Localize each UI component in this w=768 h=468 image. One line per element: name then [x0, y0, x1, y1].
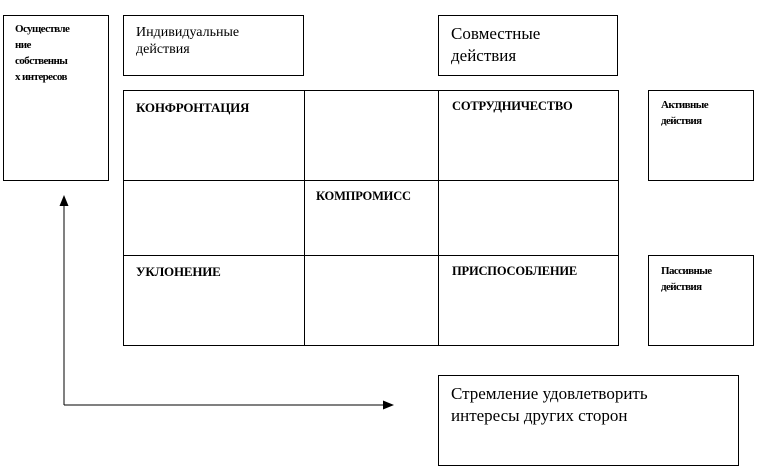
up-arrowhead-icon: [59, 195, 69, 206]
individual-actions-box: Индивидуальные действия: [123, 15, 304, 76]
right-arrowhead-icon: [383, 400, 394, 410]
own-interests-box: Осуществле ние собственны х интересов: [3, 15, 109, 181]
grid-divider-v2: [438, 91, 439, 345]
others-interests-box: Стремление удовлетворить интересы других…: [438, 375, 739, 466]
passive-actions-label: Пассивные действия: [661, 265, 712, 293]
avoidance-label: УКЛОНЕНИЕ: [136, 264, 221, 279]
active-actions-box: Активные действия: [648, 90, 754, 181]
strategy-grid: КОНФРОНТАЦИЯ СОТРУДНИЧЕСТВО КОМПРОМИСС У…: [123, 90, 619, 346]
own-interests-label: Осуществле ние собственны х интересов: [15, 23, 70, 83]
active-actions-label: Активные действия: [661, 99, 709, 127]
grid-divider-h2: [124, 255, 618, 256]
confrontation-label: КОНФРОНТАЦИЯ: [136, 100, 250, 115]
grid-divider-v1: [304, 91, 305, 345]
joint-actions-label: Совместные действия: [451, 24, 541, 65]
passive-actions-box: Пассивные действия: [648, 255, 754, 346]
others-interests-label: Стремление удовлетворить интересы других…: [451, 384, 648, 425]
grid-divider-h1: [124, 180, 618, 181]
accommodation-label: ПРИСПОСОБЛЕНИЕ: [452, 264, 578, 278]
individual-actions-label: Индивидуальные действия: [136, 25, 240, 57]
compromise-label: КОМПРОМИСС: [316, 189, 411, 203]
joint-actions-box: Совместные действия: [438, 15, 618, 76]
cooperation-label: СОТРУДНИЧЕСТВО: [452, 99, 573, 113]
